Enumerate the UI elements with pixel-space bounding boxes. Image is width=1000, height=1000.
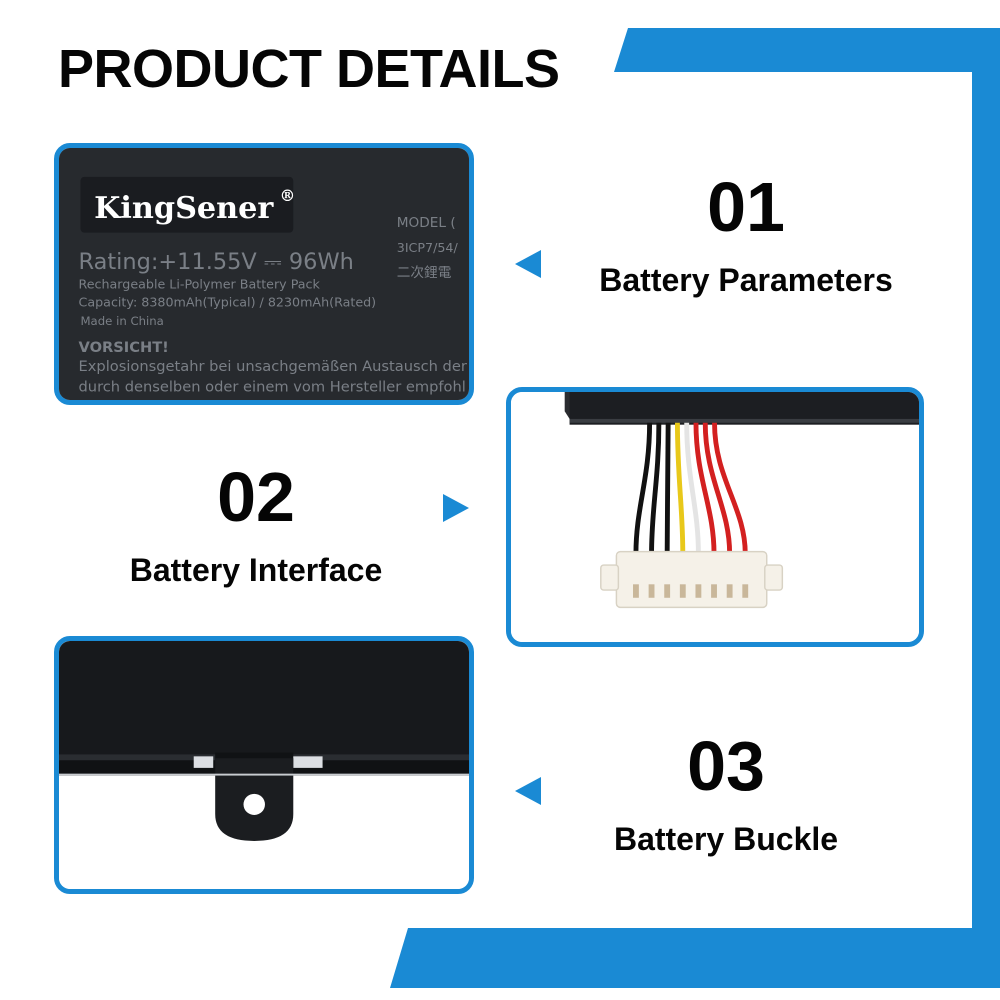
- warning-line-2: durch denselben oder einem vom Herstelle…: [79, 379, 466, 395]
- battery-buckle-image: [54, 636, 474, 894]
- connector-pin: [648, 584, 655, 598]
- arrow-left-icon: [515, 250, 541, 278]
- connector-pin: [726, 584, 733, 598]
- arrow-right-icon: [443, 494, 469, 522]
- warning-line-1: Explosionsgetahr bei unsachgemäßen Austa…: [79, 359, 467, 375]
- connector-pin: [679, 584, 686, 598]
- connector-wire: [702, 422, 733, 554]
- item-02-label: 02 Battery Interface: [96, 462, 416, 586]
- connector-pin: [742, 584, 749, 598]
- connector-wire: [674, 422, 686, 554]
- cjk-text: 二次鋰電: [397, 265, 452, 281]
- connector-pin: [664, 584, 671, 598]
- brand-name: KingSener: [94, 191, 274, 226]
- connector-wire: [649, 422, 662, 554]
- battery-label-graphic: KingSener ® MODEL ( 3ICP7/54/ 二次鋰電 Ratin…: [59, 148, 469, 400]
- model-label: MODEL (: [397, 215, 456, 231]
- connector-wire: [633, 422, 653, 554]
- connector-wire: [712, 422, 748, 554]
- item-title: Battery Buckle: [613, 821, 839, 857]
- battery-parameters-image: KingSener ® MODEL ( 3ICP7/54/ 二次鋰電 Ratin…: [54, 143, 474, 405]
- connector-pin: [695, 584, 702, 598]
- arrow-left-icon: [515, 777, 541, 805]
- item-title: Battery Parameters: [599, 262, 893, 298]
- brand-registered-mark: ®: [280, 186, 296, 205]
- connector-wire: [664, 422, 671, 554]
- buckle-graphic: [59, 641, 469, 889]
- connector-pin: [633, 584, 639, 598]
- warning-title: VORSICHT!: [79, 340, 169, 356]
- model-value: 3ICP7/54/: [397, 240, 459, 255]
- origin-text: Made in China: [80, 314, 163, 328]
- pack-type-text: Rechargeable Li-Polymer Battery Pack: [79, 277, 321, 292]
- connector-wire: [693, 422, 717, 554]
- connector-graphic: [511, 392, 919, 642]
- rating-text: Rating:+11.55V ⎓ 96Wh: [79, 249, 354, 275]
- item-number: 01: [707, 168, 785, 246]
- connector-wires: [633, 422, 748, 554]
- battery-interface-image: [506, 387, 924, 647]
- item-03-label: 03 Battery Buckle: [566, 731, 886, 855]
- item-number: 02: [217, 458, 295, 536]
- connector-pins: [633, 584, 749, 598]
- page-title: PRODUCT DETAILS: [58, 39, 560, 99]
- connector-wire: [684, 422, 701, 554]
- item-title: Battery Interface: [129, 552, 383, 588]
- connector-pin: [711, 584, 717, 598]
- item-01-label: 01 Battery Parameters: [576, 172, 916, 296]
- capacity-text: Capacity: 8380mAh(Typical) / 8230mAh(Rat…: [79, 295, 377, 310]
- item-number: 03: [687, 727, 765, 805]
